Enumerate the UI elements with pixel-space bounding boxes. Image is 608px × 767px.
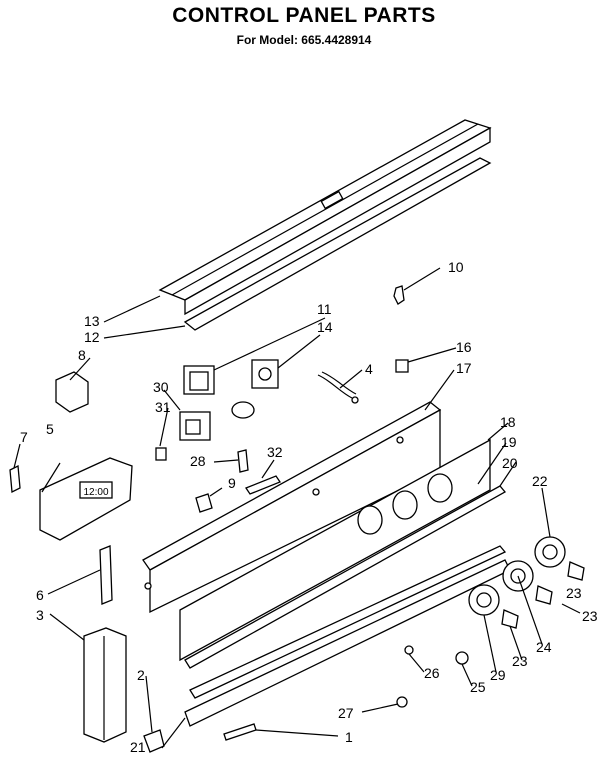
callout-24: 24 [536,639,552,655]
callout-23-c: 23 [566,585,582,601]
part-11-switch [183,365,215,395]
model-subtitle: For Model: 665.4428914 [236,33,372,47]
leader-lines [13,267,581,749]
callout-16: 16 [456,339,472,355]
part-23-knob-c [501,609,519,629]
callout-20: 20 [502,455,518,471]
callout-4: 4 [365,361,373,377]
part-28-bracket [237,449,249,473]
part-8-bracket [55,371,89,413]
callout-32: 32 [267,444,283,460]
part-26-screw [404,645,414,655]
diagram-title: CONTROL PANEL PARTS [172,4,436,27]
clock-display-text: 12:00 [83,487,108,498]
callout-12: 12 [84,329,100,345]
callout-23-b: 23 [512,653,528,669]
part-4-wire-harness [317,371,359,404]
callout-23-a: 23 [582,608,598,624]
callout-7: 7 [20,429,28,445]
callout-19: 19 [501,434,517,450]
part-16-connector [395,359,409,373]
part-22-knob-ring [534,536,566,568]
part-3-endcap [83,627,127,743]
callout-30: 30 [153,379,169,395]
part-13-top-trim [158,119,492,316]
callout-18: 18 [500,414,516,430]
callout-8: 8 [78,347,86,363]
callout-28: 28 [190,453,206,469]
part-32-bar [245,475,281,495]
callout-11: 11 [317,301,332,317]
callout-6: 6 [36,587,44,603]
callout-29: 29 [490,667,506,683]
part-31-clip [155,447,167,461]
part-2-clip [143,729,165,753]
callout-5: 5 [46,421,54,437]
part-29-knob-ring [468,584,500,616]
part-5-clock: 12:00 [39,457,133,541]
callout-26: 26 [424,665,440,681]
part-18-panel [179,438,491,662]
part-23-knob-b [535,585,553,605]
callout-22: 22 [532,473,548,489]
callout-21: 21 [130,739,146,755]
part-25-nut [455,651,469,665]
callout-1: 1 [345,729,353,745]
part-27-screw [396,696,408,708]
part-19-trim [184,485,507,669]
callout-14: 14 [317,319,333,335]
callout-27: 27 [338,705,354,721]
callout-9: 9 [228,475,236,491]
part-14-knob-shaft [251,359,279,389]
part-20-trim [189,545,507,699]
callout-25: 25 [470,679,486,695]
part-10-clip [393,285,405,305]
part-12-strip [183,157,492,331]
callout-13: 13 [84,313,100,329]
part-9-fastener [195,493,213,513]
part-ring [231,401,255,419]
part-7-tab [9,464,21,494]
callout-3: 3 [36,607,44,623]
callout-10: 10 [448,259,464,275]
part-23-knob-a [567,561,585,581]
callout-31: 31 [155,399,171,415]
callout-17: 17 [456,360,472,376]
part-1-pad [223,723,257,741]
part-30-relay [179,411,211,441]
callout-labels: 1 2 3 4 5 6 7 8 9 10 11 12 13 14 16 17 1… [20,259,598,755]
callout-2: 2 [137,667,145,683]
part-6-bracket [99,545,113,605]
